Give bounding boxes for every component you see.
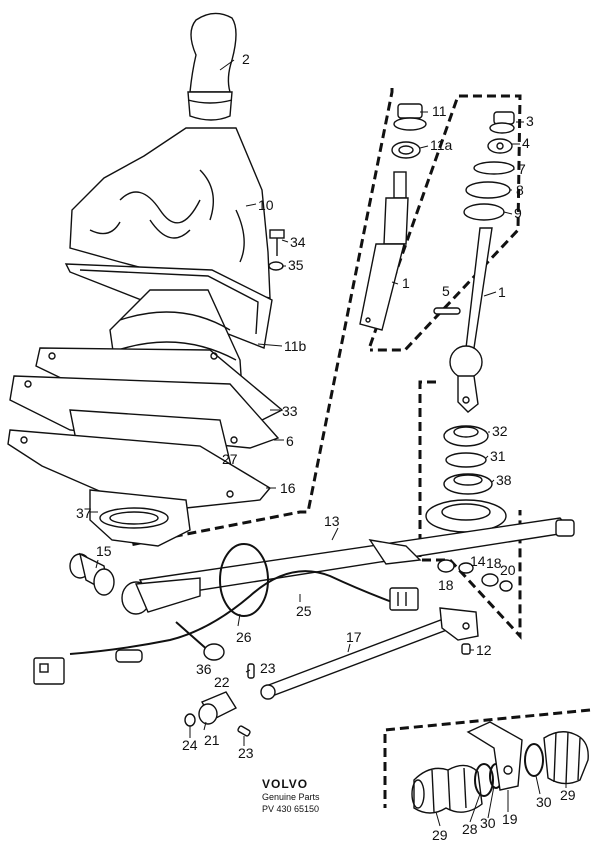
callout-23-bottom: 23: [238, 745, 254, 761]
callout-18: 18: [438, 577, 454, 593]
callout-26: 26: [236, 629, 252, 645]
callout-28: 28: [462, 821, 478, 837]
bush-21-22: [198, 691, 238, 725]
callout-21: 21: [204, 732, 220, 748]
boot-29-left: [411, 764, 483, 814]
callout-34: 34: [290, 234, 306, 250]
ring-8: [465, 181, 511, 199]
callout-30-right: 30: [536, 794, 552, 810]
callout-33: 33: [282, 403, 298, 419]
callout-4: 4: [522, 135, 530, 151]
callout-37: 37: [76, 505, 92, 521]
connector-left: [33, 657, 65, 685]
clamp-30b: [524, 743, 544, 777]
selector-rod-17: [260, 607, 479, 700]
callout-22: 22: [214, 674, 230, 690]
callout-31: 31: [490, 448, 506, 464]
boot-29-right: [543, 731, 589, 785]
callout-35: 35: [288, 257, 304, 273]
callout-36: 36: [196, 661, 212, 677]
washer-24: [184, 713, 196, 727]
callout-16: 16: [280, 480, 296, 496]
dashed-frame-left: [129, 88, 394, 547]
callout-19: 19: [502, 811, 518, 827]
bracket-19: [466, 721, 523, 791]
spacer-18a: [437, 559, 455, 573]
callout-32: 32: [492, 423, 508, 439]
washer-20: [499, 580, 513, 592]
callout-8: 8: [516, 182, 524, 198]
callout-29-left: 29: [432, 827, 448, 843]
callout-23-top: 23: [260, 660, 276, 676]
callout-17: 17: [346, 629, 362, 645]
screw-34: [269, 229, 285, 256]
bush-11: [393, 103, 427, 131]
pin-12: [461, 643, 471, 655]
bracket-15: [69, 552, 115, 596]
callout-6: 6: [286, 433, 294, 449]
wire-sleeve: [115, 649, 143, 663]
bush-11a: [391, 141, 421, 159]
callout-24: 24: [182, 737, 198, 753]
callout-11b: 11b: [284, 338, 307, 354]
callout-9: 9: [514, 205, 522, 221]
dashed-frame-bottom: [383, 708, 591, 808]
shift-rod-left: [359, 171, 409, 331]
callout-18-top: 18: [486, 555, 502, 571]
connector-right: [389, 587, 419, 611]
callout-38: 38: [496, 472, 512, 488]
bush-14: [458, 562, 474, 574]
callout-25: 25: [296, 603, 312, 619]
ring-9: [463, 203, 505, 221]
washer-35: [268, 261, 284, 271]
callout-7: 7: [518, 161, 526, 177]
callout-29-right: 29: [560, 787, 576, 803]
ring-38: [443, 473, 493, 495]
pivot-arm-left: [121, 577, 201, 615]
gear-carrier-13: [138, 499, 575, 599]
brand-reference: PV 430 65150: [262, 804, 319, 814]
callout-27: 27: [222, 451, 238, 467]
bush-4: [487, 138, 513, 154]
callout-3: 3: [526, 113, 534, 129]
gear-knob: [187, 12, 237, 121]
callout-10: 10: [258, 197, 274, 213]
leader-lines: [90, 59, 567, 827]
bush-3: [489, 111, 515, 134]
gear-gaiter: [64, 127, 273, 349]
clamp-28: [474, 763, 494, 797]
callout-1-right: 1: [498, 284, 506, 300]
spacer-18b: [481, 573, 499, 587]
brand-subtitle: Genuine Parts: [262, 792, 320, 802]
gear-lever-right: [449, 227, 493, 413]
ring-7: [473, 161, 515, 175]
callout-15: 15: [96, 543, 112, 559]
lower-boot: [89, 489, 191, 547]
callout-12: 12: [476, 642, 492, 658]
callout-2: 2: [242, 51, 250, 67]
ring-31: [445, 452, 487, 468]
callout-11: 11: [432, 103, 447, 119]
callout-1-left: 1: [402, 275, 410, 291]
brand-name: VOLVO: [262, 777, 308, 791]
callout-13: 13: [324, 513, 340, 529]
pin-23b: [237, 725, 251, 737]
wire-harness-25: [69, 570, 393, 655]
callout-20: 20: [500, 562, 516, 578]
pin-5: [433, 307, 461, 315]
dashed-frame-middle: [368, 94, 522, 352]
cable-clamp-26: [219, 543, 269, 617]
callout-5: 5: [442, 283, 450, 299]
pin-36: [175, 621, 225, 661]
callout-14: 14: [470, 553, 486, 569]
callout-11a: 11a: [430, 137, 453, 153]
ring-32: [443, 425, 489, 447]
callout-30-left: 30: [480, 815, 496, 831]
